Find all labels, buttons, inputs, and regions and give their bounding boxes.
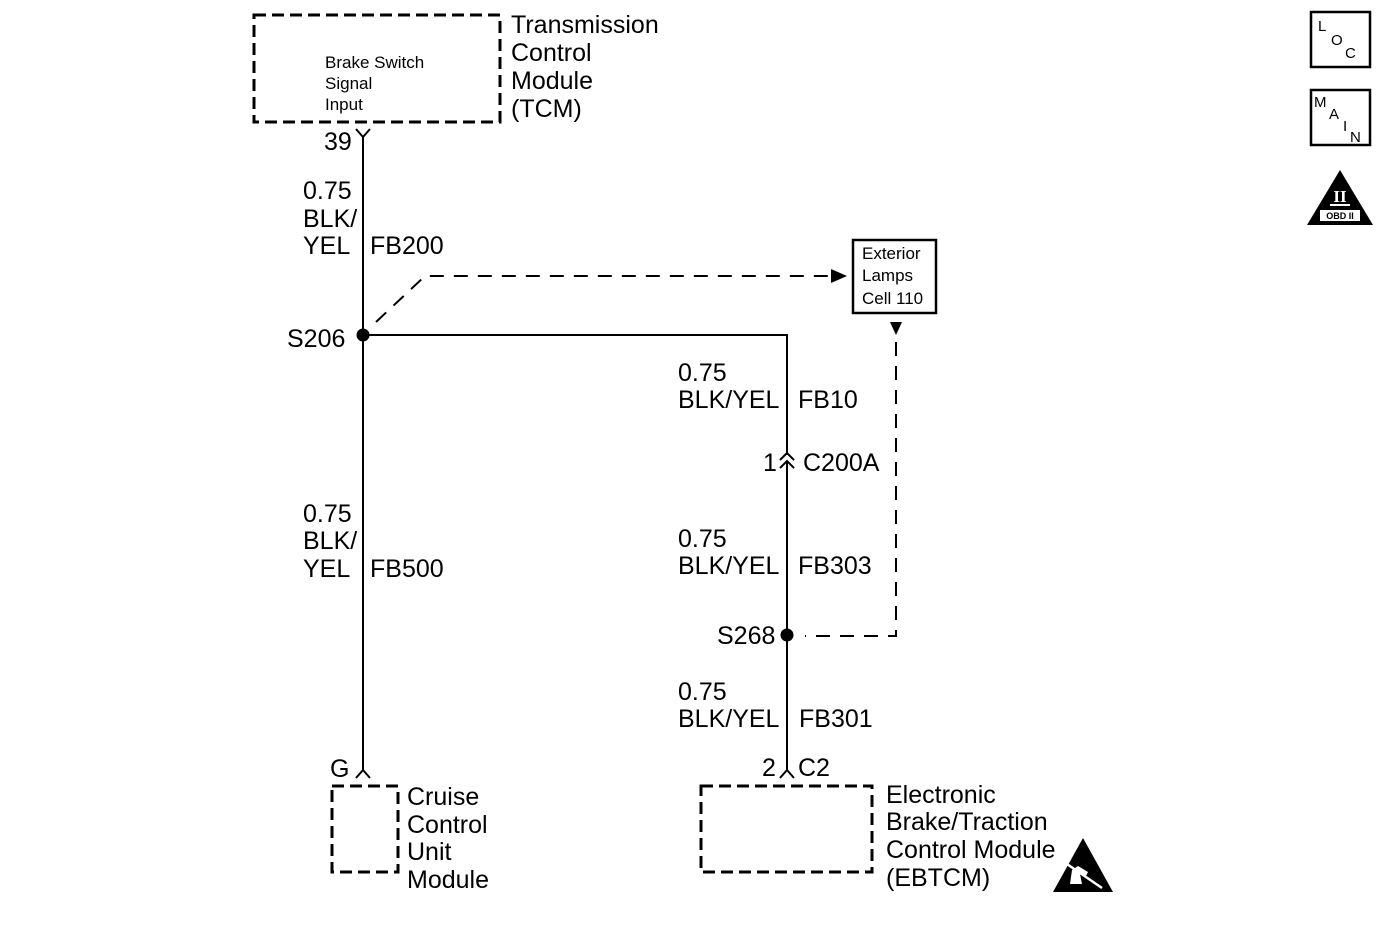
loc-icon-letter-l: L bbox=[1318, 18, 1326, 35]
tcm-module: Brake Switch Signal Input Transmission C… bbox=[252, 11, 659, 156]
wire-fb301-circuit: FB301 bbox=[799, 705, 873, 733]
wire-fb303-color: BLK/YEL bbox=[678, 552, 780, 580]
tcm-pin: 39 bbox=[324, 128, 352, 156]
wire-fb200-circuit: FB200 bbox=[370, 232, 444, 260]
wire-fb303-circuit: FB303 bbox=[798, 552, 872, 580]
wire-fb500-circuit: FB500 bbox=[370, 555, 444, 583]
main-icon-letter-i: I bbox=[1343, 118, 1347, 135]
obd-ii-label-band bbox=[1320, 210, 1360, 221]
loc-icon-letter-o: O bbox=[1331, 32, 1343, 49]
wire-fb10-circuit: FB10 bbox=[798, 386, 858, 414]
cruise-pin: G bbox=[330, 755, 349, 783]
wire-fb500-size: 0.75 bbox=[303, 500, 352, 528]
tcm-inner-line-3: Input bbox=[325, 95, 363, 114]
loc-icon-frame[interactable] bbox=[1309, 10, 1372, 69]
obd-ii-icon[interactable]: II OBD II bbox=[1307, 170, 1373, 225]
esd-warning-icon bbox=[1053, 838, 1113, 892]
ebtcm-pin: 2 bbox=[762, 754, 776, 782]
ebtcm-box bbox=[699, 784, 874, 874]
tcm-inner-line-2: Signal bbox=[325, 74, 372, 93]
tcm-label-line-1: Transmission bbox=[511, 11, 659, 39]
cruise-label-line-3: Unit bbox=[407, 838, 452, 866]
main-icon-letter-m: M bbox=[1314, 94, 1327, 111]
ebtcm-label-line-1: Electronic bbox=[886, 781, 996, 809]
wire-fb500-color-1: BLK/ bbox=[303, 527, 357, 555]
exterior-lamps-frame bbox=[851, 238, 938, 315]
ebtcm-module: 2 C2 Electronic Brake/Traction Control M… bbox=[699, 754, 1056, 892]
wire-fb301-size: 0.75 bbox=[678, 678, 727, 706]
wire-s206-to-right bbox=[363, 334, 788, 455]
exterior-lamps-line-3: Cell 110 bbox=[862, 289, 923, 308]
cruise-label-line-2: Control bbox=[407, 811, 488, 839]
dashed-return-to-s268 bbox=[805, 342, 897, 637]
obd-ii-numeral: II bbox=[1333, 187, 1347, 206]
obd-ii-label: OBD II bbox=[1326, 211, 1354, 221]
wire-fb200-size: 0.75 bbox=[303, 177, 352, 205]
exterior-lamps-box: Exterior Lamps Cell 110 bbox=[851, 238, 938, 315]
cruise-label-line-4: Module bbox=[407, 866, 489, 894]
cruise-control-module: G Cruise Control Unit Module bbox=[330, 755, 489, 894]
main-icon-letter-a: A bbox=[1329, 106, 1339, 123]
wire-fb200-color-2: YEL bbox=[303, 232, 350, 260]
wire-fb10-color: BLK/YEL bbox=[678, 386, 780, 414]
wire-fb301-color: BLK/YEL bbox=[678, 705, 780, 733]
wire-fb500-label: 0.75 BLK/ YEL FB500 bbox=[303, 500, 444, 583]
wire-fb200-color-1: BLK/ bbox=[303, 205, 357, 233]
splice-s206-label: S206 bbox=[287, 325, 345, 353]
cruise-connector-symbol bbox=[355, 768, 371, 779]
tcm-label-line-3: Module bbox=[511, 67, 593, 95]
connector-c200a-name: C200A bbox=[803, 449, 880, 477]
ebtcm-label-line-4: (EBTCM) bbox=[886, 864, 990, 892]
connector-c200a-pin: 1 bbox=[763, 449, 777, 477]
ebtcm-connector: C2 bbox=[798, 754, 830, 782]
loc-icon[interactable]: L O C bbox=[1309, 10, 1372, 69]
cruise-box bbox=[330, 784, 400, 874]
tcm-inner-line-1: Brake Switch bbox=[325, 53, 424, 72]
main-icon-letter-n: N bbox=[1350, 129, 1361, 146]
wire-fb10-label: 0.75 BLK/YEL FB10 bbox=[678, 359, 858, 414]
main-icon[interactable]: M A I N bbox=[1309, 88, 1372, 147]
main-icon-frame[interactable] bbox=[1309, 88, 1372, 147]
splice-s268-dot bbox=[780, 628, 794, 642]
ebtcm-label-line-2: Brake/Traction bbox=[886, 808, 1048, 836]
connector-c200a-symbol bbox=[779, 451, 795, 469]
wire-fb301-label: 0.75 BLK/YEL FB301 bbox=[678, 678, 873, 733]
tcm-connector-symbol bbox=[355, 128, 371, 139]
wire-fb10-size: 0.75 bbox=[678, 359, 727, 387]
ebtcm-connector-symbol bbox=[779, 768, 795, 779]
esd-triangle bbox=[1053, 838, 1113, 892]
tcm-label-line-4: (TCM) bbox=[511, 95, 582, 123]
ebtcm-label-line-3: Control Module bbox=[886, 836, 1056, 864]
splice-s268-label: S268 bbox=[717, 622, 775, 650]
wire-fb303-label: 0.75 BLK/YEL FB303 bbox=[678, 525, 872, 580]
wire-fb303-size: 0.75 bbox=[678, 525, 727, 553]
connector-c200a: 1 C200A bbox=[763, 449, 880, 477]
tcm-label-line-2: Control bbox=[511, 39, 592, 67]
exterior-lamps-line-1: Exterior bbox=[862, 244, 921, 263]
tcm-box bbox=[252, 13, 502, 124]
dashed-branch-to-exterior-lamps bbox=[375, 275, 832, 323]
cruise-label-line-1: Cruise bbox=[407, 783, 479, 811]
arrow-down-icon bbox=[890, 322, 902, 335]
exterior-lamps-line-2: Lamps bbox=[862, 266, 913, 285]
wire-fb500-color-2: YEL bbox=[303, 555, 350, 583]
loc-icon-letter-c: C bbox=[1345, 45, 1356, 62]
arrow-right-icon bbox=[831, 269, 847, 283]
esd-slash bbox=[1063, 860, 1103, 890]
wire-fb200-label: 0.75 BLK/ YEL FB200 bbox=[303, 177, 444, 260]
